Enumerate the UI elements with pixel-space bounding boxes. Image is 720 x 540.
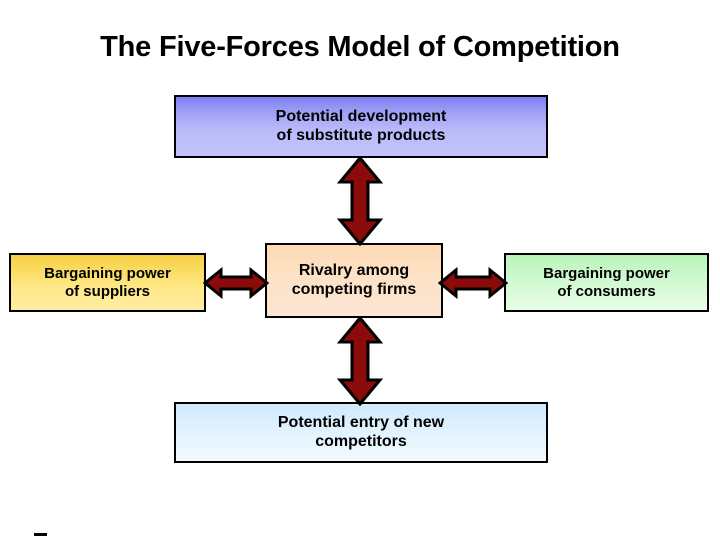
double-arrow-horizontal-right-icon <box>438 265 508 301</box>
force-box-rivalry[interactable]: Rivalry among competing firms <box>265 243 443 318</box>
force-box-suppliers-text: Bargaining power of suppliers <box>40 265 175 300</box>
force-box-suppliers-line1: Bargaining power <box>44 264 171 282</box>
force-box-rivalry-line2: competing firms <box>291 280 417 298</box>
force-box-consumers-line1: Bargaining power <box>543 264 670 282</box>
force-box-rivalry-text: Rivalry among competing firms <box>288 262 420 300</box>
force-box-consumers[interactable]: Bargaining power of consumers <box>504 253 709 312</box>
double-arrow-vertical-top-icon <box>332 156 388 246</box>
force-box-suppliers-line2: of suppliers <box>64 282 150 300</box>
double-arrow-vertical-bottom-icon <box>332 316 388 406</box>
force-box-entrants[interactable]: Potential entry of new competitors <box>174 402 548 463</box>
force-box-substitutes-line1: Potential development <box>275 107 447 125</box>
stray-mark <box>34 533 47 536</box>
force-box-substitutes-line2: of substitute products <box>276 126 446 144</box>
force-box-substitutes[interactable]: Potential development of substitute prod… <box>174 95 548 158</box>
force-box-suppliers[interactable]: Bargaining power of suppliers <box>9 253 206 312</box>
force-box-entrants-line1: Potential entry of new <box>277 413 445 431</box>
force-box-rivalry-line1: Rivalry among <box>298 261 410 279</box>
force-box-entrants-text: Potential entry of new competitors <box>274 414 448 452</box>
force-box-entrants-line2: competitors <box>315 432 407 450</box>
force-box-consumers-text: Bargaining power of consumers <box>539 265 674 300</box>
force-box-consumers-line2: of consumers <box>557 282 656 300</box>
force-box-substitutes-text: Potential development of substitute prod… <box>272 108 451 146</box>
page-title: The Five-Forces Model of Competition <box>100 31 620 63</box>
double-arrow-horizontal-left-icon <box>203 265 269 301</box>
